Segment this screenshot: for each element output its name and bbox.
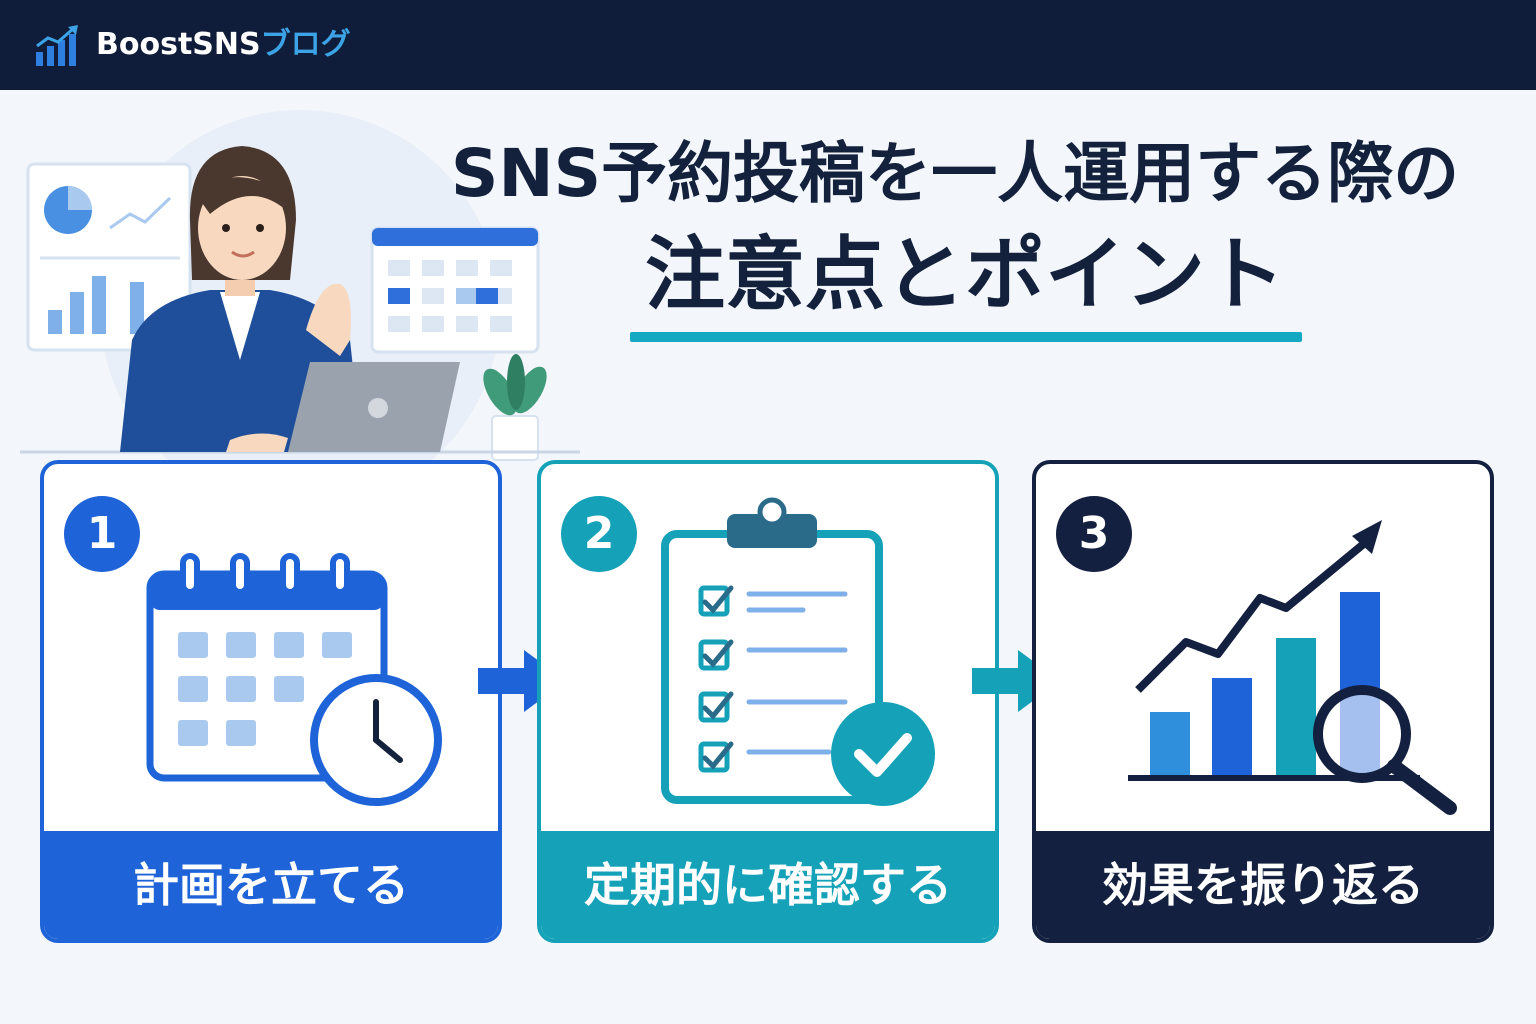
brand-logo[interactable]: BoostSNSブログ [96, 24, 351, 66]
woman-at-laptop-illustration [20, 110, 580, 470]
step-label: 定期的に確認する [541, 831, 995, 939]
page-title-line2: 注意点とポイント [645, 228, 1285, 321]
step-card-check: 2 定期的に確認する [537, 460, 999, 943]
step-number-badge: 3 [1056, 496, 1132, 572]
site-header: BoostSNSブログ [0, 0, 1536, 90]
step-label: 効果を振り返る [1036, 831, 1490, 939]
page-title-line1: SNS予約投稿を一人運用する際の [450, 135, 1460, 212]
step-number-badge: 1 [64, 496, 140, 572]
step-number-badge: 2 [561, 496, 637, 572]
title-underline [630, 332, 1302, 342]
clipboard-checklist-icon [661, 497, 935, 806]
step-card-plan: 1 計画を立てる [40, 460, 502, 943]
bar-chart-icon [36, 25, 78, 66]
brand-accent: ブログ [260, 27, 351, 62]
growth-chart-magnifier-icon [1128, 520, 1457, 815]
step-label: 計画を立てる [44, 831, 498, 939]
brand-name: BoostSNS [96, 27, 261, 62]
calendar-clock-icon [146, 553, 442, 806]
step-card-review: 3 効果を振り返る [1032, 460, 1494, 943]
